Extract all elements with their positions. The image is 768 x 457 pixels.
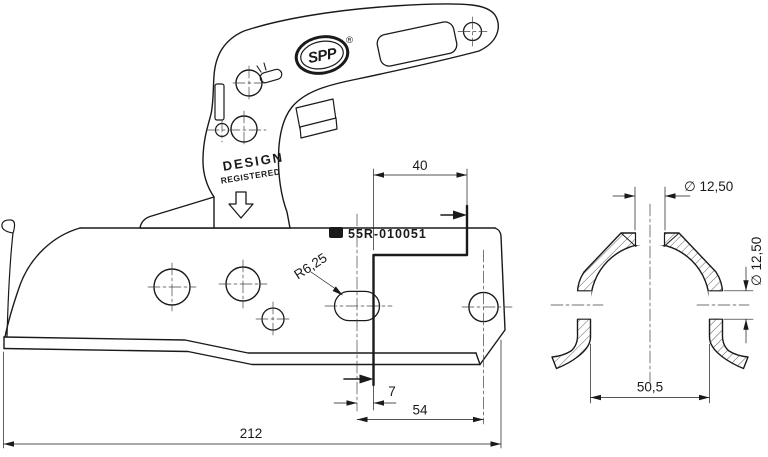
spp-logo-text: SPP xyxy=(307,45,340,67)
down-arrow-icon xyxy=(228,191,254,219)
dim-54: 54 xyxy=(412,403,428,418)
flange-right-cap xyxy=(475,352,481,366)
registered-symbol: ® xyxy=(346,35,353,46)
lock-key-tab xyxy=(259,68,283,84)
latch-wedge-band xyxy=(299,117,338,139)
section-dimension-lines xyxy=(590,186,754,404)
front-lip-hook xyxy=(1,219,16,338)
dim-7: 7 xyxy=(388,384,396,399)
section-side-holes xyxy=(576,290,724,320)
section-centerlines xyxy=(550,203,750,383)
body-nose-outline xyxy=(4,227,81,338)
section-top-hole xyxy=(621,231,679,247)
handle-plate xyxy=(376,21,458,67)
dim-top-hole-diameter: ∅ 12,50 xyxy=(684,179,733,194)
handle-outline xyxy=(139,3,500,229)
flange-plate-bottom xyxy=(3,347,481,366)
body-right-edge xyxy=(479,227,506,366)
approval-badge-icon xyxy=(329,227,343,238)
dim-212: 212 xyxy=(240,426,263,441)
spp-logo-ellipse-inner xyxy=(300,40,344,70)
dim-40: 40 xyxy=(412,158,427,173)
approval-marking: 55R-010051 xyxy=(348,227,427,241)
dim-slot-radius: R6,25 xyxy=(291,250,329,282)
main-view xyxy=(1,3,513,449)
section-view xyxy=(550,186,754,404)
dimension-lines xyxy=(3,168,502,449)
centerlines xyxy=(147,16,513,425)
lock-tick-marks xyxy=(256,62,267,73)
flange-plate-top xyxy=(3,336,477,354)
spp-logo-ellipse-outer xyxy=(294,35,350,75)
neck-slot xyxy=(214,83,225,121)
section-cut-line xyxy=(343,204,469,387)
dim-side-hole-diameter: ∅ 12,50 xyxy=(749,237,764,286)
dim-inner-width: 50,5 xyxy=(637,380,663,395)
